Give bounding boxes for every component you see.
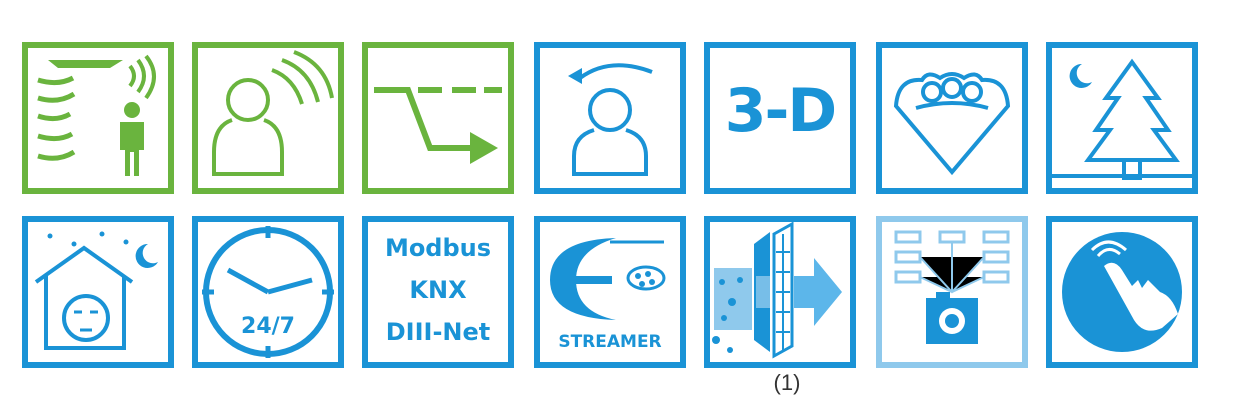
comfort-airflow-rotate-icon <box>568 63 653 176</box>
night-quiet-house-icon <box>34 231 158 350</box>
airflow-step-tile <box>362 42 514 194</box>
touch-control-icon <box>1062 232 1182 352</box>
protocol-knx: KNX <box>409 276 467 304</box>
night-quiet-tile <box>22 216 174 368</box>
air-filter-icon <box>712 222 842 359</box>
footnote-marker: (1) <box>773 370 801 395</box>
motion-sensor-tile <box>22 42 174 194</box>
motion-sensor-person-icon <box>37 54 156 176</box>
powerful-mode-tile <box>876 42 1028 194</box>
comfort-airflow-tile <box>534 42 686 194</box>
draft-prevention-icon <box>212 50 334 176</box>
protocols-tile: Modbus KNX DIII-Net <box>362 216 514 368</box>
timer-tile: 24/7 <box>192 216 344 368</box>
air-filter-tile <box>704 216 856 368</box>
network-camera-icon <box>894 230 1010 344</box>
night-tree-eco-icon <box>1052 58 1192 180</box>
protocol-modbus: Modbus <box>384 234 492 262</box>
airflow-step-arrow-icon <box>374 87 502 164</box>
protocol-diii-net: DIII-Net <box>385 318 491 346</box>
touch-control-tile <box>1046 216 1198 368</box>
timer-label: 24/7 <box>241 314 295 339</box>
3d-label: 3-D <box>724 76 837 146</box>
network-camera-tile <box>876 216 1028 368</box>
streamer-label: STREAMER <box>558 332 662 352</box>
powerful-mode-icon <box>893 72 1011 176</box>
night-tree-tile <box>1046 42 1198 194</box>
streamer-icon <box>550 238 666 320</box>
streamer-tile: STREAMER <box>534 216 686 368</box>
timer-24-7-icon <box>202 226 334 358</box>
draft-prevention-tile <box>192 42 344 194</box>
3d-airflow-tile: 3-D <box>704 42 856 194</box>
